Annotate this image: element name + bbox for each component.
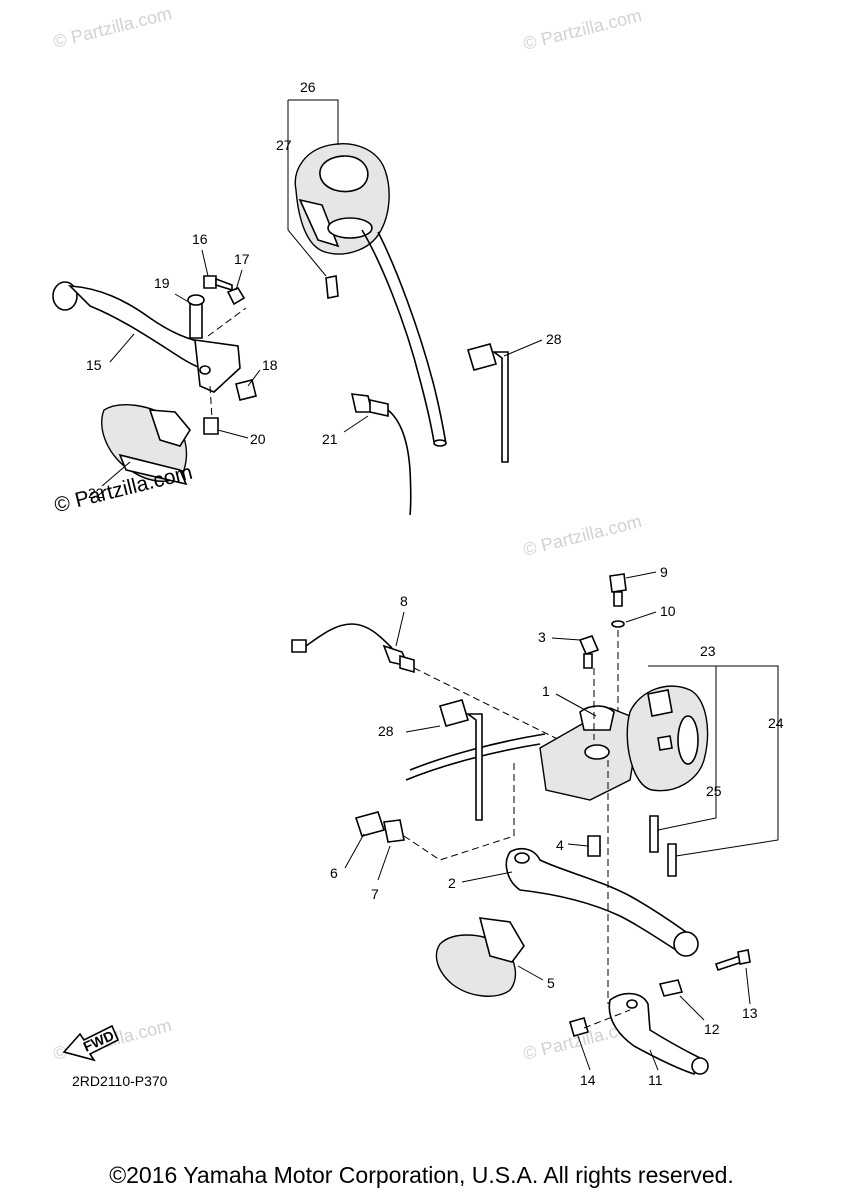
copyright-notice: ©2016 Yamaha Motor Corporation, U.S.A. A… [109, 1162, 734, 1188]
cable-tie-lower [438, 699, 483, 821]
callout-4: 4 [556, 837, 564, 853]
callout-numbers: 1 2 3 4 5 6 7 8 9 10 11 12 13 14 15 16 1… [86, 79, 784, 1088]
callout-10: 10 [660, 603, 676, 619]
brake-lever-2 [505, 847, 699, 957]
callout-19: 19 [154, 275, 170, 291]
diagram-code: 2RD2110-P370 [72, 1073, 168, 1089]
callout-2: 2 [448, 875, 456, 891]
switch-housing-lower [626, 685, 709, 877]
callout-5: 5 [547, 975, 555, 991]
callout-28-upper: 28 [546, 331, 562, 347]
callout-26: 26 [300, 79, 316, 95]
callout-8: 8 [400, 593, 408, 609]
callout-9: 9 [660, 564, 668, 580]
watermark: © Partzilla.com [521, 511, 644, 560]
callout-7: 7 [371, 886, 379, 902]
callout-24: 24 [768, 715, 784, 731]
callout-17: 17 [234, 251, 250, 267]
lever-boot-upper [101, 404, 191, 486]
callout-11: 11 [648, 1072, 663, 1088]
callout-20: 20 [250, 431, 266, 447]
master-cylinder-1 [405, 573, 641, 857]
watermark: © Partzilla.com [521, 5, 644, 54]
callout-22: 22 [88, 485, 104, 501]
clutch-switch-21 [350, 393, 412, 516]
fwd-arrow: FWD [62, 1024, 120, 1062]
lever-boot-lower [435, 917, 525, 997]
callout-13: 13 [742, 1005, 758, 1021]
leader-lines [101, 249, 779, 1071]
callout-14: 14 [580, 1072, 596, 1088]
callout-6: 6 [330, 865, 338, 881]
cable-tie-upper [466, 343, 509, 463]
switch-housing-upper [287, 99, 447, 447]
lever-11-group [569, 760, 751, 1076]
callout-28-lower: 28 [378, 723, 394, 739]
adjuster-6-7 [354, 760, 515, 861]
callout-25: 25 [706, 783, 722, 799]
watermark: © Partzilla.com [51, 3, 174, 52]
callout-1: 1 [542, 683, 550, 699]
callout-23: 23 [700, 643, 716, 659]
callout-27: 27 [276, 137, 292, 153]
callout-15: 15 [86, 357, 102, 373]
callout-16: 16 [192, 231, 208, 247]
brake-switch-cable-8 [291, 623, 601, 761]
clutch-lever-upper [52, 275, 257, 435]
callout-12: 12 [704, 1021, 720, 1037]
callout-18: 18 [262, 357, 278, 373]
callout-3: 3 [538, 629, 546, 645]
callout-21: 21 [322, 431, 338, 447]
